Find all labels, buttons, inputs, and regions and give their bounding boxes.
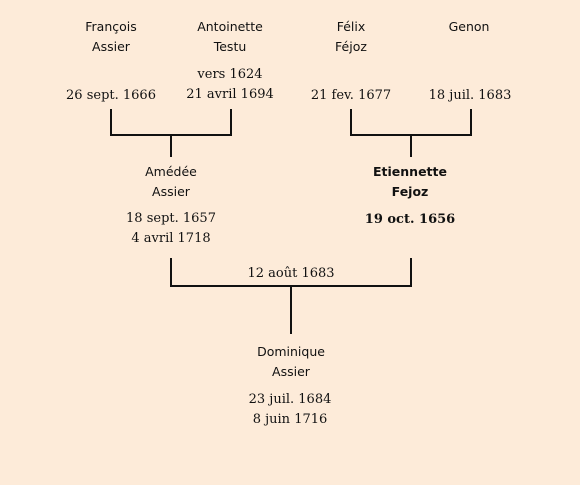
person-etiennette-birth: 19 oct. 1656: [364, 212, 456, 227]
last-name: Testu: [213, 39, 247, 54]
person-dominique-name: Dominique Assier: [257, 342, 325, 382]
connector: [290, 285, 292, 334]
connector: [470, 109, 472, 136]
connector: [170, 258, 172, 287]
birth-date: 18 sept. 1657: [126, 211, 216, 226]
person-felix-name: Félix Féjoz: [335, 17, 367, 57]
person-genon-name: Genon: [449, 17, 490, 37]
last-name: Assier: [272, 364, 310, 379]
first-name: Antoinette: [197, 19, 263, 34]
person-dominique-dates: 23 juil. 1684 8 juin 1716: [249, 390, 332, 430]
last-name: Fejoz: [391, 184, 429, 199]
connector: [410, 258, 412, 287]
person-genon-death: 18 juil. 1683: [428, 88, 512, 103]
person-antoinette-dates: vers 1624 21 avril 1694: [186, 65, 274, 105]
birth-date: 23 juil. 1684: [248, 392, 332, 407]
connector: [410, 134, 412, 157]
person-amedee-dates: 18 sept. 1657 4 avril 1718: [126, 209, 216, 249]
death-date: 21 avril 1694: [186, 87, 274, 102]
last-name: Assier: [152, 184, 190, 199]
last-name: Assier: [92, 39, 130, 54]
first-name: Etiennette: [373, 164, 447, 179]
person-amedee-name: Amédée Assier: [145, 162, 197, 202]
first-name: Amédée: [145, 164, 197, 179]
connector: [230, 109, 232, 136]
birth-date: vers 1624: [197, 67, 263, 82]
person-francois-birth: 26 sept. 1666: [66, 88, 156, 103]
person-etiennette-name: Etiennette Fejoz: [373, 162, 447, 202]
death-date: 4 avril 1718: [131, 231, 211, 246]
person-francois-name: François Assier: [85, 17, 137, 57]
person-felix-birth: 21 fev. 1677: [310, 88, 392, 103]
first-name: Félix: [336, 19, 366, 34]
first-name: Dominique: [257, 344, 325, 359]
connector: [110, 109, 112, 136]
first-name: François: [85, 19, 137, 34]
connector: [170, 134, 172, 157]
last-name: Féjoz: [335, 39, 367, 54]
person-antoinette-name: Antoinette Testu: [197, 17, 263, 57]
death-date: 8 juin 1716: [252, 412, 328, 427]
connector: [350, 109, 352, 136]
marriage-date: 12 août 1683: [247, 266, 335, 281]
first-name: Genon: [448, 19, 490, 34]
